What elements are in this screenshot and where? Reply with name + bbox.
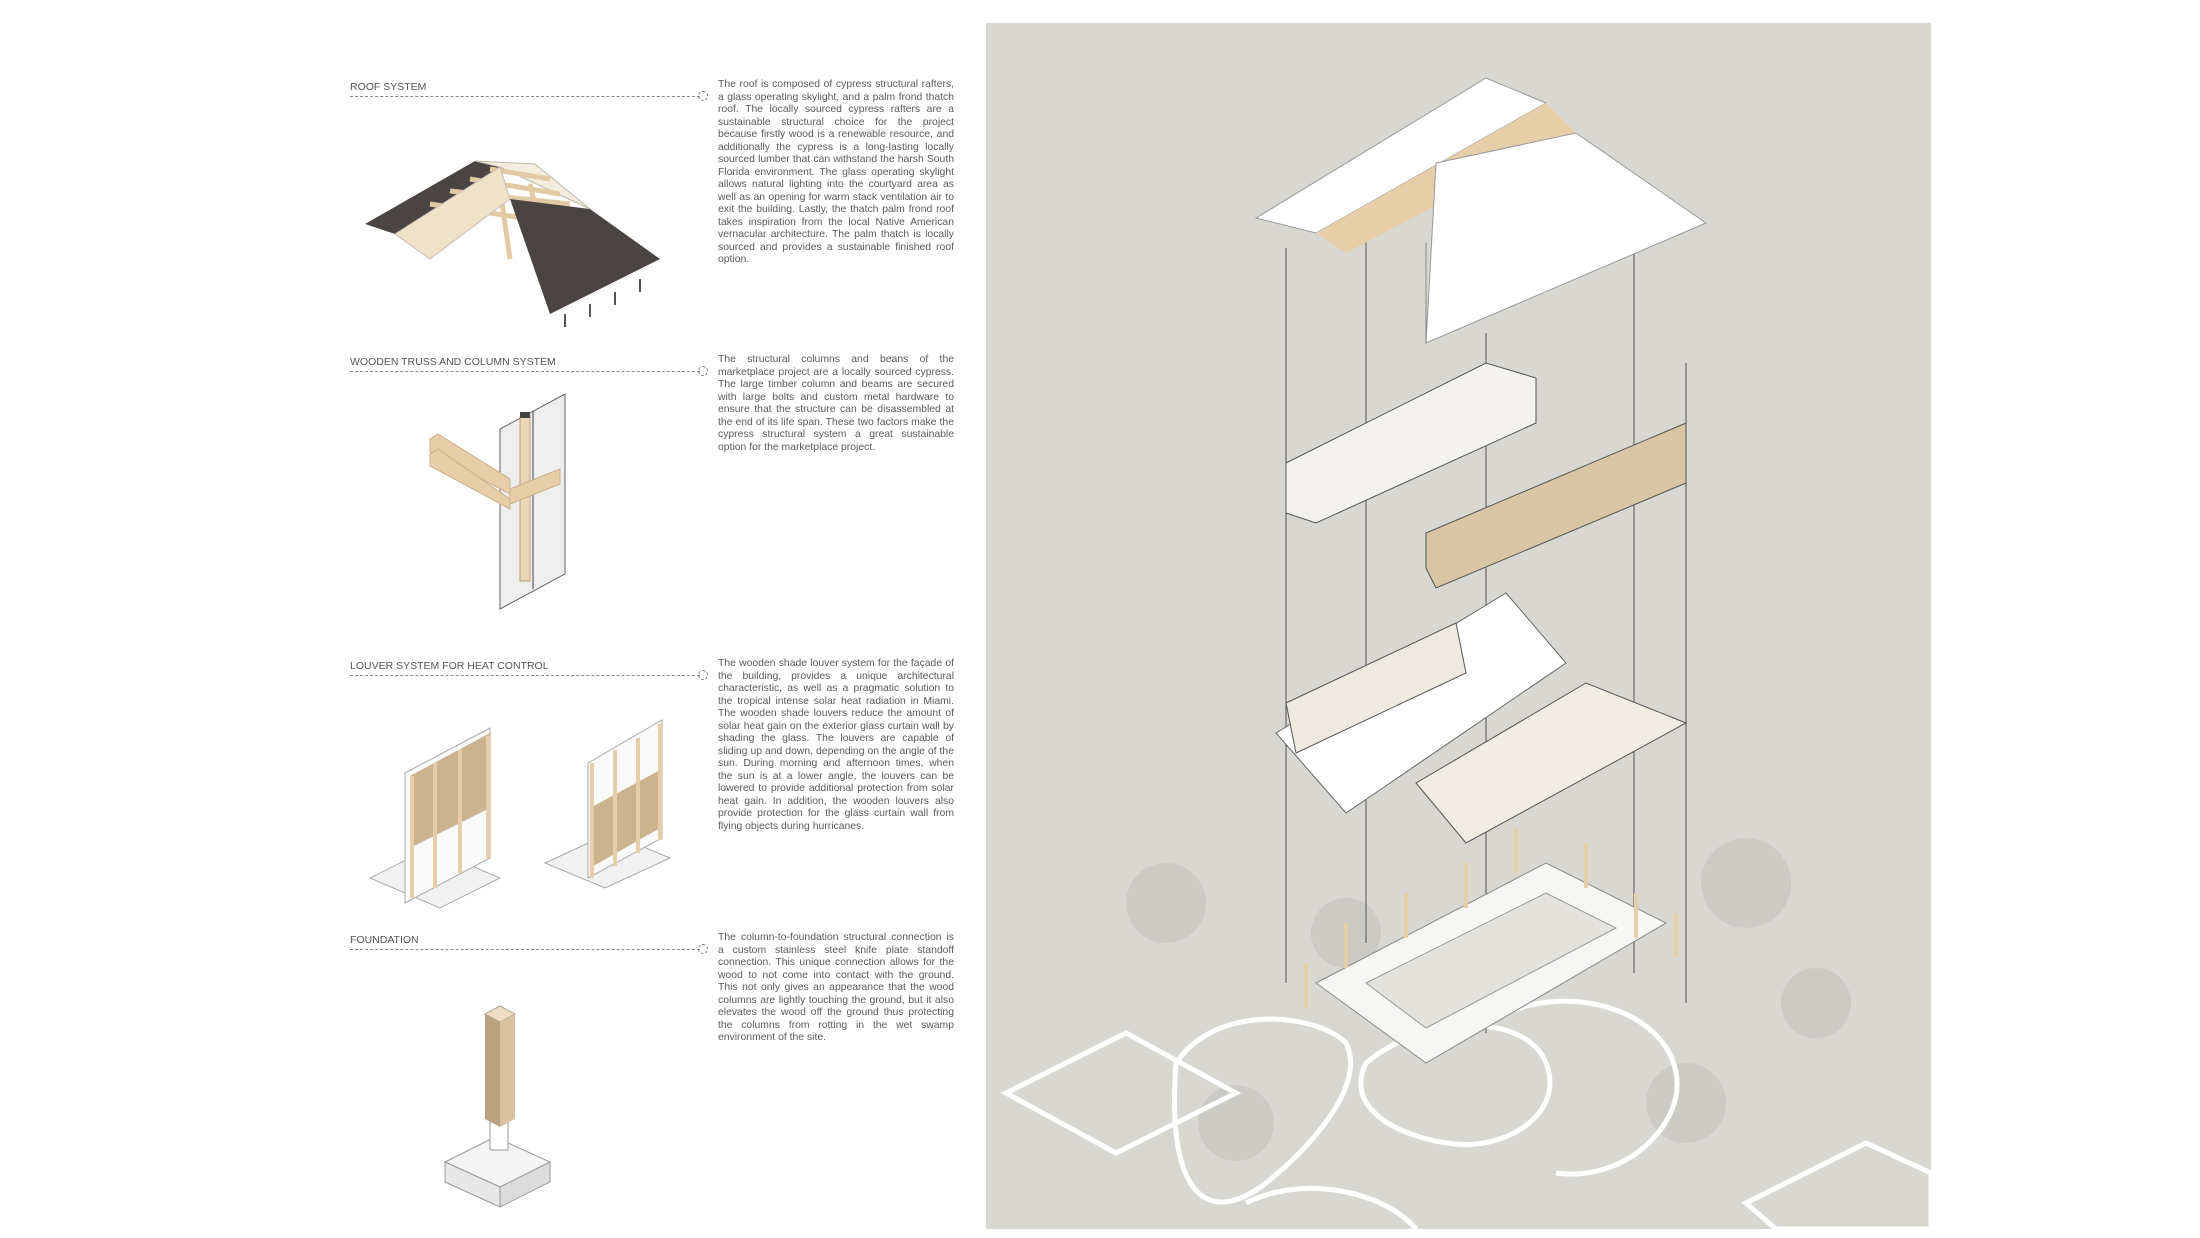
foundation-diagram (443, 1005, 552, 1208)
section-title: FOUNDATION (350, 934, 419, 946)
roof-layer (1254, 77, 1708, 344)
circle-marker-icon (698, 944, 708, 954)
section-description: The roof is composed of cypress structur… (718, 79, 954, 265)
circle-marker-icon (698, 366, 708, 376)
section-title: LOUVER SYSTEM FOR HEAT CONTROL (350, 660, 549, 672)
exploded-axonometric-drawing (1000, 77, 1931, 1229)
section-description: The wooden shade louver system for the f… (718, 658, 954, 832)
roof-system-diagram (365, 160, 660, 327)
section-description: The column-to-foundation structural conn… (718, 932, 954, 1043)
dashed-divider (350, 371, 700, 372)
foundation-section: FOUNDATION The column-to-foundation stru… (350, 932, 956, 1208)
section-description: The structural columns and beans of the … (718, 354, 954, 453)
section-title: WOODEN TRUSS AND COLUMN SYSTEM (350, 356, 556, 368)
louver-system-diagram (368, 719, 672, 909)
upper-floor-layer (1285, 362, 1687, 589)
tree-silhouettes (1126, 838, 1851, 1161)
circle-marker-icon (698, 91, 708, 101)
dashed-divider (350, 949, 700, 950)
truss-column-diagram (429, 393, 566, 610)
dashed-divider (350, 675, 700, 676)
ground-floor-layer (1275, 592, 1688, 844)
section-title: ROOF SYSTEM (350, 81, 427, 93)
louver-system-section: LOUVER SYSTEM FOR HEAT CONTROL The woode… (350, 658, 956, 910)
truss-column-section: WOODEN TRUSS AND COLUMN SYSTEM The struc… (350, 354, 956, 616)
dashed-divider (350, 96, 700, 97)
exploded-axonometric-panel (986, 23, 1931, 1229)
foundation-layer (1304, 828, 1678, 1064)
roof-system-section: ROOF SYSTEM The roof is composed of cypr… (350, 79, 956, 327)
circle-marker-icon (698, 670, 708, 680)
